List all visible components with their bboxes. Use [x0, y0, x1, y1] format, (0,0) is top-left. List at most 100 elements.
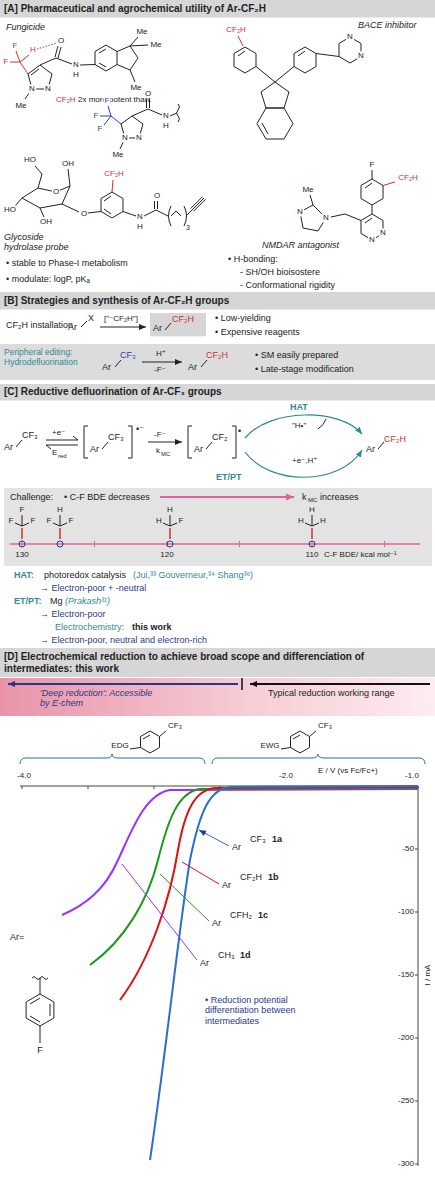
- label-text: Ar: [68, 322, 77, 332]
- label-text: N: [346, 32, 354, 41]
- bde-axis: [10, 543, 420, 545]
- label-text: Me: [111, 150, 124, 159]
- bond-line: [40, 1026, 41, 1043]
- label-text: N: [44, 84, 52, 93]
- red-bond: [10, 36, 395, 539]
- bond-line: [206, 442, 212, 449]
- bond-line: [365, 183, 372, 188]
- panel-fill: [0, 648, 435, 677]
- label-text: -150: [398, 970, 414, 979]
- bond-line: [115, 360, 121, 367]
- bond-line: [372, 205, 373, 214]
- band-text: Peripheral editing: Hydrodefluorination: [4, 348, 100, 368]
- bond-line: [372, 170, 373, 179]
- bond-line: [40, 208, 44, 217]
- label-text: F: [97, 124, 104, 133]
- label-text: •⁻: [136, 424, 144, 434]
- label-text: CF₃: [120, 350, 136, 360]
- label-text: MC: [161, 451, 170, 458]
- label-text: • Late-stage modification: [255, 364, 354, 374]
- bond-line: [256, 67, 275, 83]
- label-text: 110: [306, 550, 319, 559]
- bond-line: [193, 199, 205, 211]
- bond-line: [84, 426, 88, 458]
- label-text: Ar=: [10, 932, 24, 942]
- band-text: MC: [308, 497, 317, 504]
- cv-curve: [120, 787, 418, 1000]
- bond-line: [310, 195, 313, 205]
- label-text: • H-bonding:: [228, 254, 278, 264]
- label-text: Ar: [222, 880, 231, 890]
- label-text: H: [320, 516, 326, 525]
- bond-line: [201, 360, 207, 367]
- bond-line: [117, 46, 138, 70]
- label-text: F: [3, 57, 10, 66]
- label-text: • modulate: logP, pKₐ: [6, 274, 90, 284]
- band-text: Typical reduction working range: [268, 688, 428, 698]
- label-text: EWG: [259, 741, 280, 750]
- bond-line: [365, 218, 372, 223]
- bond-line: [262, 123, 268, 134]
- label-text: Ar: [90, 444, 99, 454]
- bde-axis: [10, 497, 420, 547]
- label-text: +e⁻,H⁺: [292, 456, 318, 465]
- leader-line: [160, 874, 209, 921]
- mechanism-arrow: [245, 415, 362, 438]
- red-bond: [20, 62, 28, 74]
- label-text: F: [179, 516, 184, 525]
- bond-line: [171, 211, 181, 216]
- label-text: Me: [14, 101, 27, 110]
- label-text: -2.0: [279, 771, 293, 780]
- bond-line: [15, 37, 384, 1043]
- label-text: CF₂: [212, 432, 228, 442]
- bond-line: [80, 64, 95, 66]
- panel-band: [A] Pharmaceutical and agrochemical util…: [0, 0, 435, 18]
- label-text: • SM easily prepared: [255, 350, 338, 360]
- blue-bond: [100, 116, 111, 117]
- bond-line: [130, 45, 148, 46]
- label-text: F: [93, 111, 100, 120]
- label-text: 1c: [258, 910, 268, 920]
- bond-line: [169, 206, 172, 226]
- label-text: ["⁻CF₂H"]: [104, 314, 138, 323]
- cv-curve: [90, 788, 418, 965]
- red-bond: [37, 43, 57, 49]
- range-arrow: [8, 683, 238, 685]
- label-text: CF₂H: [206, 350, 228, 360]
- label-text: Glycoside hydrolase probe: [4, 232, 84, 253]
- leader-line: [182, 862, 219, 884]
- label-text: H: [57, 505, 63, 514]
- bond-line: [156, 210, 168, 216]
- bond-line: [99, 49, 106, 53]
- label-text: OH: [61, 159, 75, 168]
- bond-line: [191, 197, 203, 209]
- bond-line: [275, 67, 294, 83]
- label-text: -F⁻: [154, 365, 166, 374]
- bond-line: [16, 440, 22, 447]
- label-text: ET/PT:: [14, 596, 42, 606]
- label-text: 120: [160, 550, 173, 559]
- bond-line: [32, 977, 48, 980]
- cv-curve: [62, 789, 418, 915]
- blue-bond: [100, 106, 121, 125]
- range-arrow: [212, 754, 425, 764]
- label-text: N: [379, 228, 387, 237]
- bond-line: [123, 212, 136, 217]
- bond-line: [68, 169, 70, 186]
- label-text: - SH/OH bioisostere: [240, 267, 320, 277]
- label-text: (Jui,³³ Gouverneur,³⁴ Shang³⁶): [133, 570, 253, 580]
- bond-line: [40, 978, 41, 994]
- label-text: H: [156, 516, 162, 525]
- label-text: N: [28, 84, 36, 93]
- label-text: Me: [135, 27, 148, 36]
- label-text: CF₃: [22, 430, 38, 440]
- label-text: E: [52, 448, 57, 457]
- label-text: CF₃: [317, 721, 333, 730]
- label-text: N: [72, 60, 80, 69]
- mechanism-arrow: [245, 415, 362, 477]
- label-text: CF₂H: [240, 872, 262, 882]
- bond-line: [130, 748, 141, 750]
- label-text: •: [238, 426, 241, 436]
- label-text: 130: [15, 550, 28, 559]
- bond-line: [81, 321, 87, 327]
